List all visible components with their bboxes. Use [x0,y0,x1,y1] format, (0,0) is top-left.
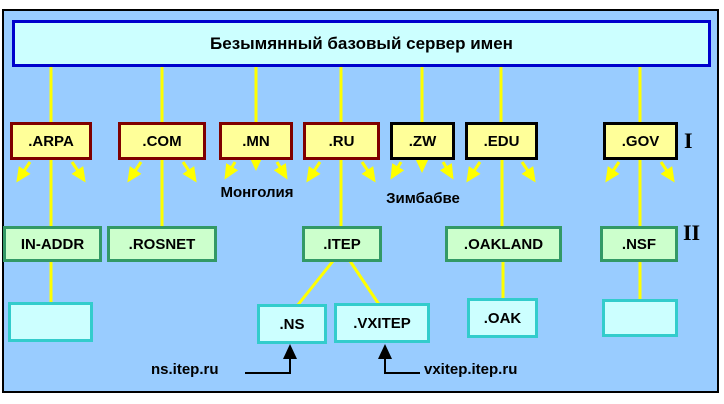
vxitep-hostname-label: vxitep.itep.ru [424,361,518,378]
level1-numeral: I [684,128,693,153]
node-empty-left [8,302,93,342]
node-itep-label: .ITEP [323,235,361,253]
node-edu: .EDU [465,122,538,160]
ns-hostname-label: ns.itep.ru [151,361,219,378]
node-arpa: .ARPA [10,122,92,160]
node-in-addr-label: IN-ADDR [20,235,85,253]
node-rosnet: .ROSNET [107,226,217,262]
node-edu-label: .EDU [483,132,520,150]
node-oak: .OAK [467,298,538,338]
zw-country-label: Зимбабве [386,190,460,207]
node-ru-label: .RU [328,132,355,150]
node-com: .COM [118,122,206,160]
node-ns-label: .NS [279,315,305,333]
node-mn-label: .MN [242,132,270,150]
root-server-box: Безымянный базовый сервер имен [12,20,711,67]
node-rosnet-label: .ROSNET [128,235,196,253]
node-oakland-label: .OAKLAND [463,235,544,253]
level2-numeral: II [683,220,701,245]
node-gov: .GOV [603,122,678,160]
mn-country-label: Монголия [220,184,294,201]
node-nsf-label: .NSF [621,235,657,253]
node-itep: .ITEP [302,226,382,262]
node-mn: .MN [219,122,293,160]
node-oak-label: .OAK [483,309,522,327]
node-zw-label: .ZW [408,132,437,150]
root-server-label: Безымянный базовый сервер имен [210,33,513,53]
node-gov-label: .GOV [621,132,660,150]
node-in-addr: IN-ADDR [3,226,102,262]
node-oakland: .OAKLAND [445,226,562,262]
node-nsf: .NSF [600,226,678,262]
node-arpa-label: .ARPA [28,132,74,150]
node-ru: .RU [303,122,380,160]
node-vxitep-label: .VXITEP [353,314,411,332]
node-com-label: .COM [142,132,182,150]
node-vxitep: .VXITEP [334,303,430,343]
node-ns: .NS [257,304,327,344]
node-zw: .ZW [390,122,455,160]
node-empty-right [602,299,678,337]
